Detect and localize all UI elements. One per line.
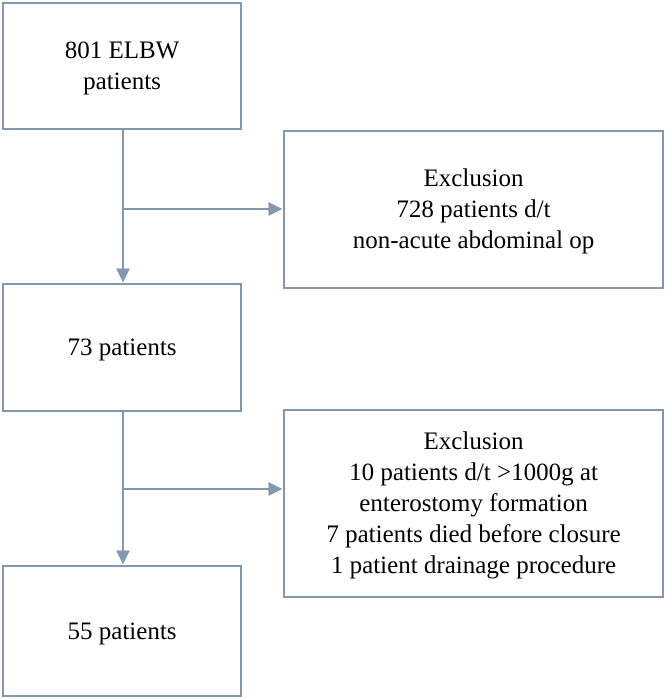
box-line: enterostomy formation: [359, 490, 588, 517]
box-initial-cohort: 801 ELBW patients: [2, 2, 242, 130]
box-line: 728 patients d/t: [396, 196, 551, 223]
box-exclusion-2: Exclusion 10 patients d/t >1000g at ente…: [283, 409, 664, 598]
box-line: Exclusion: [423, 165, 524, 192]
box-intermediate-cohort: 73 patients: [2, 283, 242, 412]
box-line: 7 patients died before closure: [326, 521, 621, 548]
box-final-cohort: 55 patients: [2, 565, 242, 697]
box-line: 801 ELBW: [64, 37, 180, 64]
box-line: 73 patients: [67, 334, 177, 361]
box-line: patients: [83, 68, 161, 95]
box-exclusion-1: Exclusion 728 patients d/t non-acute abd…: [283, 130, 664, 289]
box-line: 55 patients: [67, 617, 177, 645]
box-line: Exclusion: [423, 428, 524, 455]
box-line: 10 patients d/t >1000g at: [349, 459, 598, 486]
box-line: non-acute abdominal op: [352, 227, 595, 254]
box-line: 1 patient drainage procedure: [330, 552, 617, 579]
